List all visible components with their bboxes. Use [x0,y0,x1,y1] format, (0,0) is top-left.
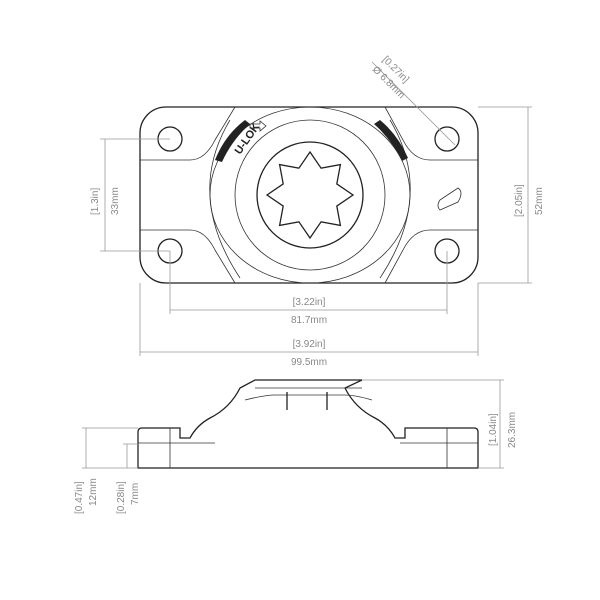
side-height-metric: 26.3mm [507,412,518,448]
side-profile-outline [137,379,479,469]
base-plate-outline [139,106,479,284]
hole-spacing-vertical-line [100,138,170,252]
hole-spacing-vertical-metric: 33mm [110,187,121,215]
base-height-imperial: [0.28in] [116,481,127,514]
locking-pins [286,392,328,410]
overall-width-line [139,283,479,356]
side-height-line [362,379,504,469]
overall-width-imperial: [3.92in] [293,339,326,350]
side-height-imperial: [1.04in] [488,413,499,446]
hole-spacing-horizontal-imperial: [3.22in] [293,297,326,308]
flange-height-line [82,427,138,469]
side-profile-contours [138,387,478,468]
flange-height-imperial: [0.47in] [74,481,85,514]
brand-mark-icon [437,187,462,211]
release-lever-right [374,120,408,161]
outer-ring [209,106,411,284]
side-view: [1.04in] 26.3mm [0.47in] 12mm [0.28in] 7… [74,379,518,514]
hole-spacing-horizontal-line [169,251,448,314]
hole-diameter-leader [371,61,456,146]
overall-width-metric: 99.5mm [291,357,327,368]
release-lever-left [215,120,250,162]
top-view: U-LOK [0.27in] Ø 6.8mm [1.3in] 33mm [2.0… [90,54,545,368]
socket-ring [256,141,364,249]
flange-height-metric: 12mm [88,478,99,506]
overall-height-metric: 52mm [534,187,545,215]
mounting-hole [434,126,460,152]
arrow-icon [249,120,267,132]
hole-spacing-vertical-imperial: [1.3in] [90,188,101,215]
overall-height-imperial: [2.05in] [514,184,525,217]
base-height-line [123,443,138,468]
star-socket [265,150,355,240]
base-height-metric: 7mm [130,483,141,505]
hole-spacing-horizontal-metric: 81.7mm [291,315,327,326]
overall-height-line [478,106,532,284]
mid-ring [234,119,386,271]
plate-contours [140,106,478,284]
